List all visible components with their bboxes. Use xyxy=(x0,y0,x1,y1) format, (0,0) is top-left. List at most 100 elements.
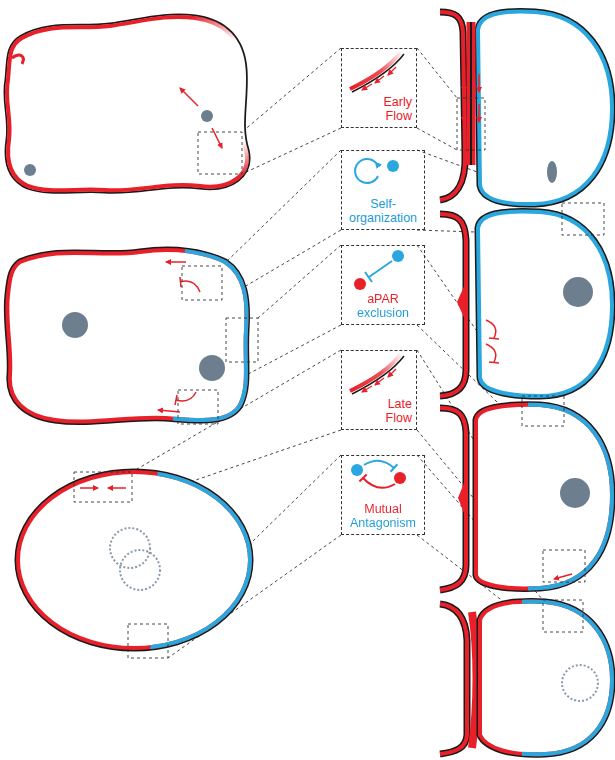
cell-pair-late xyxy=(458,478,466,518)
cell-pair-maintenance xyxy=(440,600,612,754)
flow-icon xyxy=(350,354,404,394)
cell-pair-maintenance xyxy=(472,612,477,748)
cell-pair-early xyxy=(478,104,480,122)
label-group: Early Flow xyxy=(368,96,412,124)
embryo-establishment xyxy=(7,250,258,424)
cell-pair-early xyxy=(478,74,480,92)
cell-pair-early xyxy=(547,161,557,183)
exclusion-icon xyxy=(354,250,404,290)
cell-pair-early xyxy=(440,12,612,205)
embryo-establishment xyxy=(226,318,258,362)
flow-icon xyxy=(388,369,396,377)
flow-icon xyxy=(375,76,384,83)
embryo-maintenance xyxy=(110,528,150,568)
cell-pair-late xyxy=(522,396,564,426)
mechanism-box: Late Flow xyxy=(341,350,417,430)
label-group: Self-organization xyxy=(342,198,424,226)
cell-pair-maintenance xyxy=(440,604,467,754)
cell-pair-establishment xyxy=(478,212,612,396)
mechanism-box: Self-organization xyxy=(341,150,425,230)
embryo-early xyxy=(7,17,247,190)
mechanism-box: Mutual Antagonism xyxy=(341,455,425,535)
cell-pair-establishment xyxy=(440,214,466,396)
embryo-early xyxy=(198,132,242,174)
self-organization-icon xyxy=(387,160,399,172)
mechanism-label: Mutual Antagonism xyxy=(348,503,418,531)
embryo-early xyxy=(180,88,198,106)
cell-pair-early xyxy=(463,104,465,122)
embryo-early xyxy=(7,17,247,190)
cell-pair-establishment xyxy=(486,320,496,338)
antagonism-icon xyxy=(351,461,406,488)
embryo-establishment xyxy=(180,277,181,287)
flow-icon xyxy=(350,52,404,92)
flow-icon xyxy=(388,67,396,75)
embryo-establishment xyxy=(178,390,218,424)
exclusion-icon xyxy=(369,261,392,277)
leader-line xyxy=(242,128,341,174)
mechanism-box: Early Flow xyxy=(341,48,417,128)
embryo-establishment xyxy=(166,261,186,263)
cell-pair-early xyxy=(440,12,465,200)
embryo-maintenance xyxy=(74,472,132,502)
cell-pair-establishment xyxy=(440,214,466,396)
mechanism-label: aPAR exclusion xyxy=(349,293,417,321)
self-organization-icon xyxy=(355,159,378,183)
embryo-maintenance xyxy=(18,472,250,648)
flow-icon xyxy=(350,354,401,391)
cell-pair-late xyxy=(554,574,572,579)
cell-pair-early xyxy=(478,12,612,205)
embryo-early xyxy=(7,17,247,190)
antagonism-icon xyxy=(394,472,406,484)
cell-pair-maintenance xyxy=(543,600,583,632)
cell-pair-late xyxy=(440,396,612,590)
cell-pair-early xyxy=(470,22,472,165)
embryo-early xyxy=(201,110,213,122)
cell-pair-early xyxy=(440,12,465,200)
cell-pair-late xyxy=(440,408,466,590)
embryo-establishment xyxy=(62,312,88,338)
exclusion-icon xyxy=(365,272,372,282)
self-organization-icon xyxy=(355,159,399,183)
cell-pair-establishment xyxy=(457,282,466,322)
embryo-establishment xyxy=(176,392,196,401)
cell-pair-late xyxy=(528,405,612,589)
embryo-establishment xyxy=(7,250,246,421)
embryo-maintenance xyxy=(80,487,98,489)
cell-pair-maintenance xyxy=(480,602,612,755)
cell-pair-early xyxy=(478,12,612,205)
label-group: Late Flow xyxy=(368,398,412,426)
leader-line xyxy=(417,128,457,150)
antagonism-icon xyxy=(391,464,398,471)
exclusion-icon xyxy=(354,278,366,290)
embryo-early xyxy=(24,164,36,176)
cell-pair-maintenance xyxy=(480,602,612,755)
cell-pair-late xyxy=(476,405,612,589)
cell-pair-maintenance xyxy=(440,604,467,754)
antagonism-icon xyxy=(359,475,366,482)
embryo-maintenance xyxy=(108,487,126,489)
antagonism-icon xyxy=(351,464,363,476)
antagonism-icon xyxy=(364,461,394,468)
embryo-early xyxy=(12,55,23,64)
cell-pair-late xyxy=(440,408,466,590)
cell-pair-early xyxy=(457,98,485,150)
embryo-maintenance xyxy=(18,472,250,648)
label-group: aPAR exclusion xyxy=(342,293,424,321)
flow-icon xyxy=(362,84,372,90)
cell-pair-early xyxy=(463,74,465,92)
cell-pair-maintenance xyxy=(522,602,612,755)
cell-pair-establishment xyxy=(489,362,499,363)
leader-line xyxy=(258,245,341,318)
embryo-establishment xyxy=(199,355,225,381)
embryo-establishment xyxy=(182,266,222,300)
embryo-maintenance xyxy=(18,472,250,648)
cell-pair-establishment xyxy=(563,277,593,307)
embryo-establishment xyxy=(7,250,246,421)
embryo-establishment xyxy=(175,395,177,405)
flow-icon xyxy=(350,52,401,89)
cell-pair-establishment xyxy=(486,344,496,362)
cell-pair-establishment xyxy=(478,212,612,396)
